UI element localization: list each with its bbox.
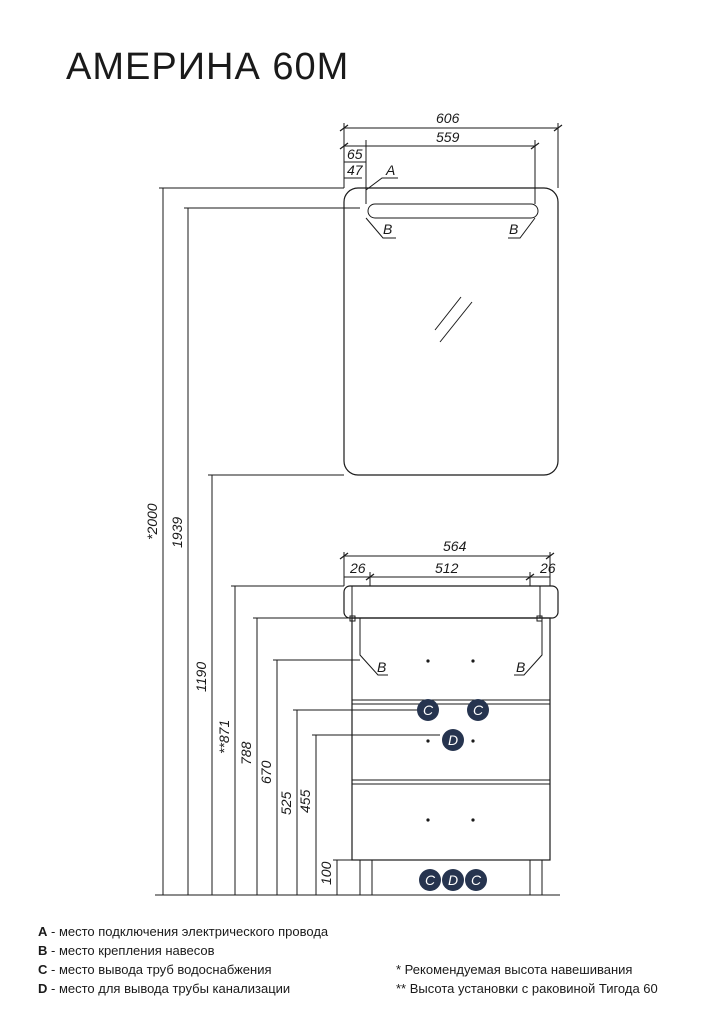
label-height-670: 670 — [258, 760, 274, 784]
mirror-hanger-left-line — [365, 217, 396, 239]
notes-list: * Рекомендуемая высота навешивания ** Вы… — [396, 960, 658, 998]
cabinet-marker-b-right: B — [516, 659, 525, 675]
label-606: 606 — [436, 110, 460, 126]
basin-outline — [343, 585, 559, 619]
label-height-788: 788 — [238, 741, 254, 765]
label-564: 564 — [443, 538, 467, 554]
legend-item-c: C - место вывода труб водоснабжения — [38, 962, 272, 977]
cabinet-leg-left — [359, 859, 373, 896]
cabinet-marker-b-left: B — [377, 659, 386, 675]
legend-item-a: A - место подключения электрического про… — [38, 924, 329, 939]
mirror-marker-b-left: B — [383, 221, 392, 237]
label-559: 559 — [436, 129, 460, 145]
svg-text:C: C — [425, 872, 436, 888]
page-title: АМЕРИНА 60М — [66, 46, 350, 88]
label-26-left: 26 — [349, 560, 366, 576]
cabinet-leg-right — [529, 859, 543, 896]
cabinet-hanger-left-line — [359, 618, 388, 676]
mirror-glare-line — [439, 301, 473, 343]
svg-text:C: C — [473, 702, 484, 718]
label-47: 47 — [347, 162, 364, 178]
svg-text:D: D — [448, 732, 458, 748]
label-height-455: 455 — [297, 789, 313, 813]
label-height-525: 525 — [278, 791, 294, 815]
label-height-871: **871 — [216, 720, 232, 754]
cabinet-body — [351, 617, 551, 861]
svg-text:D: D — [448, 872, 458, 888]
label-65: 65 — [347, 146, 363, 162]
a-leader-line — [365, 177, 398, 191]
marker-c-bottom-right: C — [465, 869, 487, 891]
label-height-1939: 1939 — [169, 517, 185, 548]
mirror-outline — [343, 187, 559, 476]
marker-c-upper-left: C — [417, 699, 439, 721]
label-height-100: 100 — [318, 861, 334, 885]
legend-list: A - место подключения электрического про… — [38, 922, 328, 998]
mirror-hanger-right-line — [508, 217, 536, 239]
marker-c-bottom-left: C — [419, 869, 441, 891]
legend-item-b: B - место крепления навесов — [38, 943, 215, 958]
svg-text:C: C — [471, 872, 482, 888]
svg-text:C: C — [423, 702, 434, 718]
label-height-1190: 1190 — [193, 662, 209, 692]
marker-c-upper-right: C — [467, 699, 489, 721]
label-height-2000: *2000 — [144, 503, 160, 540]
marker-a-label: A — [385, 162, 395, 178]
legend-item-d: D - место для вывода трубы канализации — [38, 981, 291, 996]
note-recommended-height: * Рекомендуемая высота навешивания — [396, 962, 633, 977]
label-26-right: 26 — [539, 560, 556, 576]
marker-d-middle: D — [442, 729, 464, 751]
cabinet-hanger-right-line — [514, 618, 543, 676]
marker-d-bottom: D — [442, 869, 464, 891]
mirror-light-bar — [367, 203, 539, 219]
label-512: 512 — [435, 560, 459, 576]
mirror-marker-b-right: B — [509, 221, 518, 237]
note-install-height: ** Высота установки с раковиной Тигода 6… — [396, 981, 658, 996]
mirror-glare-line — [434, 296, 462, 331]
